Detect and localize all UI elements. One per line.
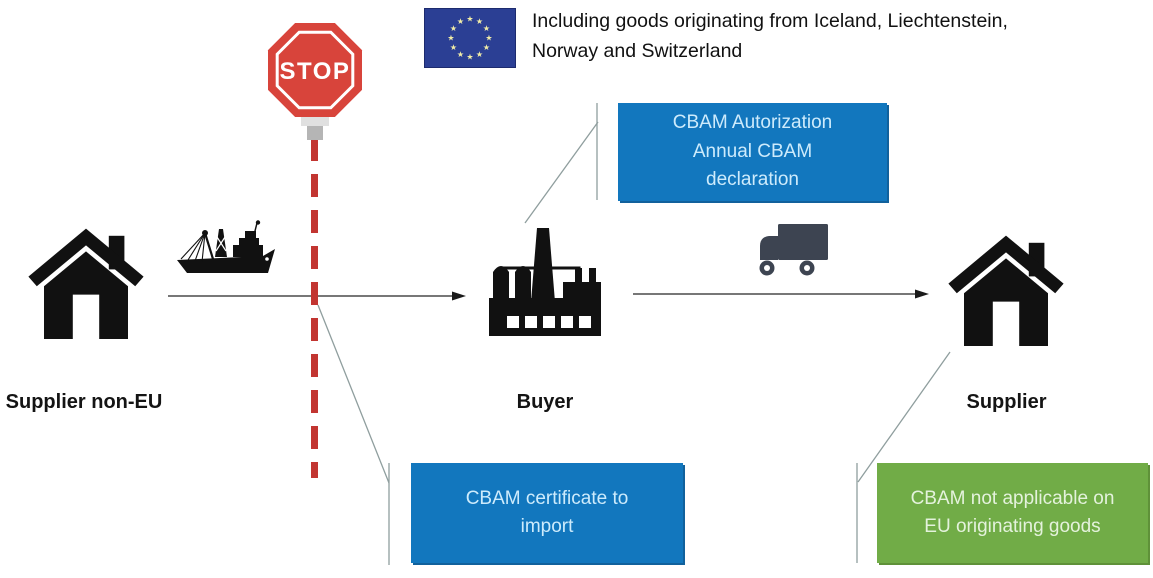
callout-not-applicable: CBAM not applicable on EU originating go…: [877, 463, 1148, 563]
label-buyer: Buyer: [516, 391, 574, 413]
svg-text:★: ★: [476, 17, 483, 26]
connector-authorization-line: [524, 103, 599, 224]
svg-text:★: ★: [466, 53, 473, 62]
flow-arrow-domestic: [633, 289, 929, 299]
border-dashed-line: [311, 138, 318, 478]
svg-text:★: ★: [447, 34, 454, 43]
svg-text:★: ★: [485, 34, 492, 43]
eu-flag-icon: ★★★ ★★★ ★★★ ★★★: [424, 8, 516, 68]
stop-sign-label: STOP: [280, 58, 351, 85]
factory-icon: [489, 228, 601, 336]
eu-flag-stars: ★★★ ★★★ ★★★ ★★★: [447, 15, 492, 62]
svg-text:★: ★: [450, 24, 457, 33]
ship-icon: [177, 220, 275, 273]
stop-sign-icon: STOP: [268, 23, 362, 140]
house-icon: [948, 235, 1064, 346]
label-supplier-non-eu: Supplier non-EU: [5, 391, 163, 413]
callout-authorization: CBAM Autorization Annual CBAM declaratio…: [618, 103, 887, 201]
svg-text:★: ★: [483, 24, 490, 33]
svg-text:★: ★: [466, 15, 473, 24]
label-supplier-eu: Supplier: [966, 391, 1047, 413]
header-note: Including goods originating from Iceland…: [532, 10, 1008, 62]
svg-text:★: ★: [483, 43, 490, 52]
svg-text:★: ★: [457, 17, 464, 26]
truck-icon: [759, 224, 828, 276]
svg-text:★: ★: [457, 50, 464, 59]
house-icon: [28, 228, 144, 339]
svg-text:★: ★: [450, 43, 457, 52]
connector-certificate-line: [317, 304, 390, 565]
svg-text:★: ★: [476, 50, 483, 59]
callout-certificate: CBAM certificate to import: [411, 463, 683, 563]
